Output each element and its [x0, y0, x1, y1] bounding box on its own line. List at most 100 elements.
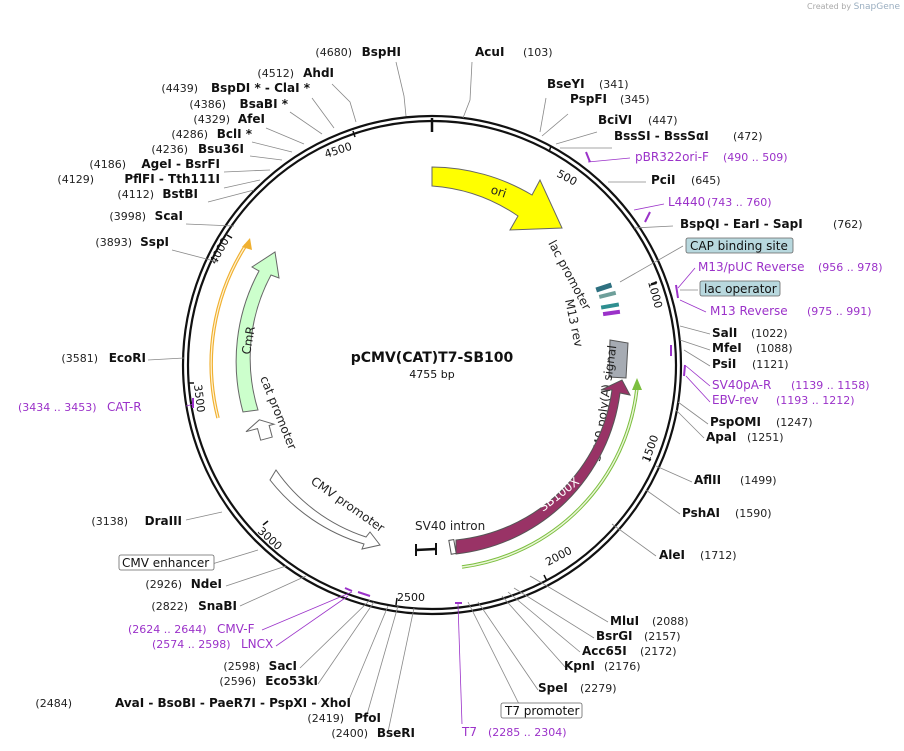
site-bsrgi[interactable]: BsrGI(2157): [596, 629, 681, 643]
site-pshai[interactable]: PshAI(1590): [682, 506, 772, 520]
cmv-enhancer-box[interactable]: CMV enhancer: [118, 554, 215, 571]
site-mfei[interactable]: MfeI(1088): [712, 341, 793, 355]
site-xhoi[interactable]: (2484)AvaI - BsoBI - PaeR7I - PspXI - Xh…: [35, 696, 351, 710]
leader-m13-reverse: [679, 299, 707, 313]
site-bcivi[interactable]: BciVI(447): [598, 113, 678, 127]
leader-lncx: [275, 595, 349, 647]
site-apai[interactable]: ApaI(1251): [706, 430, 784, 444]
tick-3500: 3500: [191, 384, 207, 413]
site-name: BseRI: [377, 726, 415, 740]
leader-claI: [311, 97, 335, 129]
site-psii[interactable]: PsiI(1121): [712, 357, 789, 371]
site-pspomi[interactable]: PspOMI(1247): [710, 415, 813, 429]
tick-3000-mark: [262, 520, 269, 526]
site-name: AleI: [659, 548, 685, 562]
site-acui[interactable]: AcuI(103): [475, 45, 553, 59]
site-saci[interactable]: (2598)SacI: [223, 659, 297, 673]
cap-binding-site-box[interactable]: CAP binding site: [685, 237, 794, 254]
primer-name: SV40pA-R: [712, 378, 771, 392]
site-alei[interactable]: AleI(1712): [659, 548, 737, 562]
t7-promoter-box[interactable]: T7 promoter: [500, 702, 583, 719]
site-pos: (3998): [109, 210, 146, 223]
primer-cmv-f[interactable]: (2624 .. 2644)CMV-F: [128, 622, 255, 636]
primer-marks: [192, 151, 686, 604]
primer-labels: pBR322ori-F(490 .. 509) L4440(743 .. 760…: [18, 150, 883, 739]
site-claI[interactable]: (4439)BspDI * - ClaI *: [161, 81, 310, 95]
sv40-polya-feature[interactable]: [608, 339, 629, 379]
site-pos: (4286): [171, 128, 208, 141]
primer-m13-reverse[interactable]: M13 Reverse(975 .. 991): [710, 304, 872, 318]
site-aflii[interactable]: AflII(1499): [694, 473, 777, 487]
primer-range: (1139 .. 1158): [791, 379, 870, 392]
cmv-promoter-feature[interactable]: [269, 469, 381, 550]
site-pspfi[interactable]: PspFI(345): [570, 92, 650, 106]
sb100x-feature[interactable]: [455, 379, 631, 555]
primer-pbr322ori-f[interactable]: pBR322ori-F(490 .. 509): [635, 150, 788, 164]
cmr-feature[interactable]: [235, 251, 280, 413]
leader-sali: [679, 325, 711, 335]
tick-2000-mark: [543, 574, 548, 582]
site-scai[interactable]: (3998)ScaI: [109, 209, 183, 223]
site-pflfi[interactable]: (4129)PflFI - Tth111I: [57, 172, 220, 186]
site-pcii[interactable]: PciI(645): [651, 173, 721, 187]
site-bsu36i[interactable]: (4236)Bsu36I: [151, 142, 244, 156]
site-ahdi[interactable]: (4512)AhdI: [257, 66, 334, 80]
primer-t7[interactable]: T7(2285 .. 2304): [461, 725, 567, 739]
site-bcli[interactable]: (4286)BclI *: [171, 127, 252, 141]
site-sali[interactable]: SalI(1022): [712, 326, 788, 340]
site-kpni[interactable]: KpnI(2176): [564, 659, 641, 673]
site-pos: (4129): [57, 173, 94, 186]
site-pos: (2176): [604, 660, 641, 673]
primer-m13-puc-reverse[interactable]: M13/pUC Reverse(956 .. 978): [698, 260, 883, 274]
lac-operator-box[interactable]: lac operator: [699, 280, 781, 297]
lac-operator-label: lac operator: [704, 282, 777, 296]
site-mlui[interactable]: MluI(2088): [610, 614, 689, 628]
leader-aflii: [655, 465, 693, 483]
site-pos: (1088): [756, 342, 793, 355]
t7-promoter-rect: [500, 702, 583, 719]
leader-t7-promoter: [467, 601, 521, 707]
primer-cat-r[interactable]: (3434 .. 3453)CAT-R: [18, 400, 142, 414]
site-bspqi[interactable]: BspQI - EarI - SapI(762): [680, 217, 863, 231]
site-pos: (3581): [61, 352, 98, 365]
site-eco53ki[interactable]: (2596)Eco53kI: [219, 674, 318, 688]
site-pos: (645): [691, 174, 721, 187]
site-sspi[interactable]: (3893)SspI: [95, 235, 169, 249]
site-name: BsrGI: [596, 629, 633, 643]
cat-promoter-feature[interactable]: [244, 416, 277, 443]
site-name: PsiI: [712, 357, 736, 371]
primer-l4440[interactable]: L4440(743 .. 760): [668, 195, 772, 209]
site-draiii[interactable]: (3138)DraIII: [91, 514, 182, 528]
primer-sv40pa-r[interactable]: SV40pA-R (1139 .. 1158): [712, 378, 870, 392]
tick-4500: 4500: [323, 140, 354, 161]
site-bseri[interactable]: (2400)BseRI: [331, 726, 415, 740]
site-pos: (2484): [35, 697, 72, 710]
site-spei[interactable]: SpeI(2279): [538, 681, 617, 695]
site-ecori[interactable]: (3581)EcoRI: [61, 351, 146, 365]
site-snabi[interactable]: (2822)SnaBI: [151, 599, 237, 613]
site-bstbi[interactable]: (4112)BstBI: [117, 187, 198, 201]
ori-feature[interactable]: [431, 166, 563, 231]
site-pfoi[interactable]: (2419)PfoI: [307, 711, 381, 725]
cat-promoter-label: cat promoter: [257, 374, 299, 452]
leader-ahdi: [331, 83, 357, 123]
site-agei[interactable]: (4186)AgeI - BsrFI: [89, 157, 220, 171]
tick-2000: 2000: [543, 544, 574, 569]
plasmid-length: 4755 bp: [409, 368, 454, 381]
leader-bcli: [251, 141, 293, 153]
site-bsphi[interactable]: (4680)BspHI: [315, 45, 401, 59]
site-afei[interactable]: (4329)AfeI: [193, 112, 265, 126]
site-bsabi[interactable]: (4386)BsaBI *: [189, 97, 288, 111]
site-bseyi[interactable]: BseYI(341): [547, 77, 629, 91]
site-acc65i[interactable]: Acc65I(2172): [582, 644, 677, 658]
site-name: PspOMI: [710, 415, 761, 429]
leader-pflfi: [223, 179, 261, 189]
sv40-intron-label: SV40 intron: [415, 519, 485, 533]
leader-cmv-enhancer: [211, 549, 259, 565]
primer-ebv-rev[interactable]: EBV-rev(1193 .. 1212): [712, 393, 855, 407]
site-bsssi[interactable]: BssSI - BssSαI(472): [614, 129, 763, 143]
primer-lncx[interactable]: (2574 .. 2598)LNCX: [152, 637, 273, 651]
site-pos: (341): [599, 78, 629, 91]
plasmid-name: pCMV(CAT)T7-SB100: [351, 350, 514, 366]
site-ndei[interactable]: (2926)NdeI: [145, 577, 222, 591]
